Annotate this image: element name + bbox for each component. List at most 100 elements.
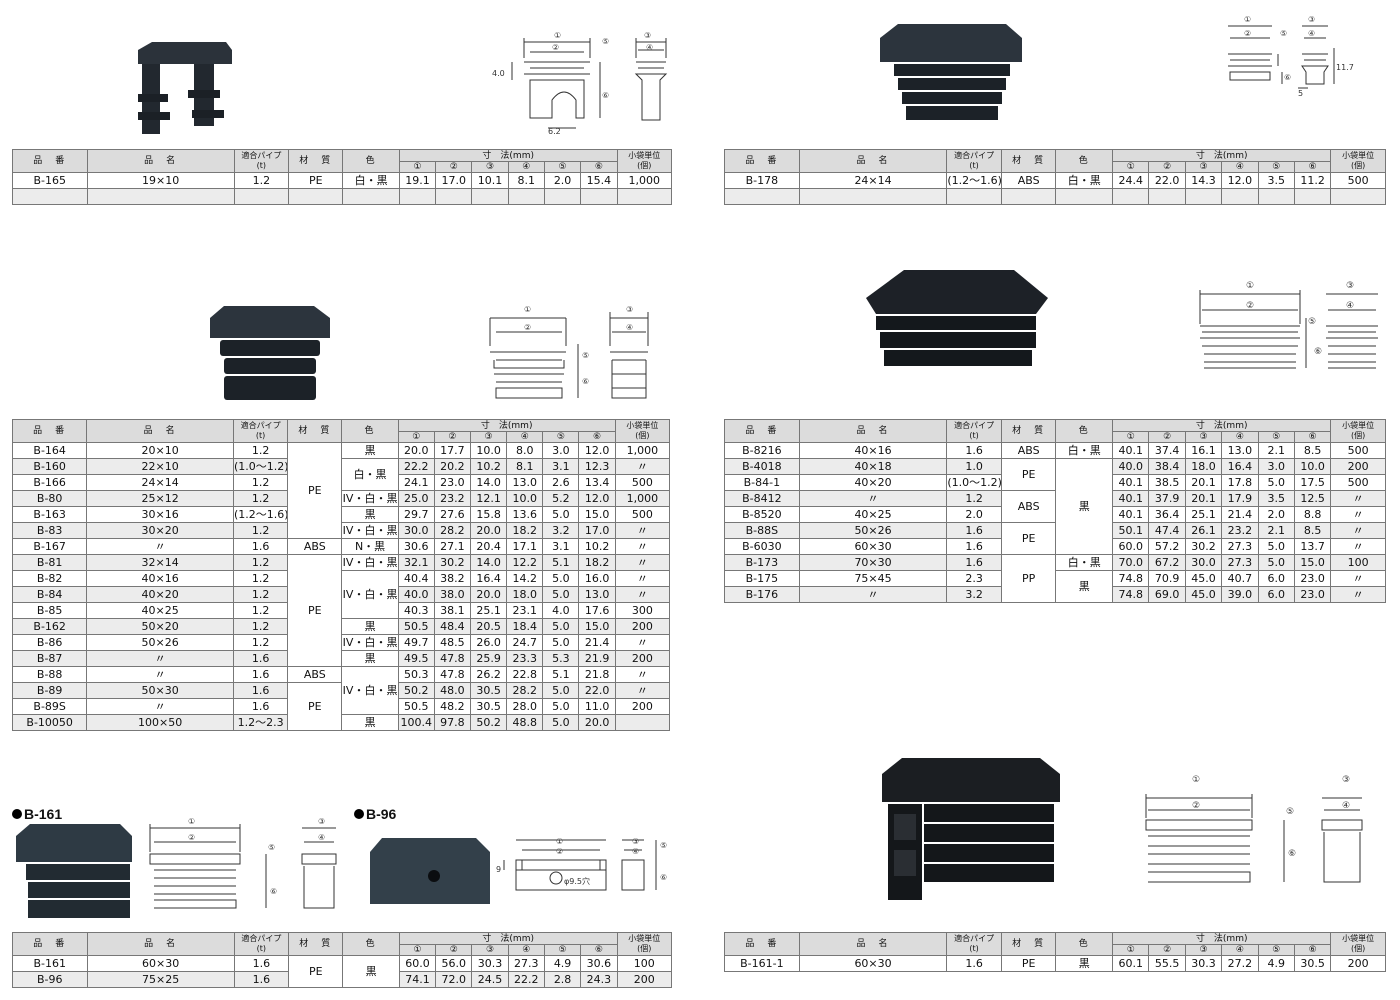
svg-text:②: ② <box>1192 801 1200 811</box>
table-cell: 40×16 <box>86 570 234 587</box>
header-color: 色 <box>341 419 399 443</box>
svg-text:φ9.5穴: φ9.5穴 <box>564 876 590 886</box>
table-cell: 75×45 <box>798 570 948 587</box>
table-cell: 2.0 <box>1257 506 1295 523</box>
header-pipe-bot: (t) <box>969 431 979 440</box>
table-cell: 5.0 <box>542 698 580 715</box>
table-cell: 27.3 <box>507 955 545 972</box>
table-cell: 〃 <box>614 458 671 475</box>
table-cell: 24.5 <box>471 971 509 988</box>
table-cell: 〃 <box>86 538 234 555</box>
table-cell: 200 <box>614 698 671 715</box>
table-cell: 1.2〜2.3 <box>232 714 289 731</box>
b161-1-photo <box>882 758 1060 900</box>
table-cell: B-87 <box>11 650 88 667</box>
bullet-icon <box>12 809 22 819</box>
table-cell: 1.6 <box>233 971 290 988</box>
table-cell: 18.0 <box>1184 458 1223 475</box>
table-cell: 1.2 <box>232 634 289 651</box>
table-cell: 3.5 <box>1257 172 1295 189</box>
table-cell: 28.2 <box>506 682 544 699</box>
table-cell: 75×25 <box>86 971 235 988</box>
table-cell: 16.4 <box>469 570 508 587</box>
header-material: 材 質 <box>1000 932 1057 956</box>
header-pipe-bot: (t) <box>969 944 979 953</box>
svg-text:③: ③ <box>1342 775 1350 785</box>
header-dim-d3: ③ <box>471 944 509 956</box>
svg-text:①: ① <box>1244 15 1251 24</box>
table-cell: 30.3 <box>471 955 509 972</box>
header-pipe: 適合パイプ(t) <box>946 149 1002 173</box>
table-cell: 40.7 <box>1221 570 1259 587</box>
header-dim-d2: ② <box>1148 431 1186 443</box>
svg-text:⑥: ⑥ <box>582 377 589 386</box>
table-cell: 12.0 <box>578 490 616 507</box>
svg-text:⑥: ⑥ <box>660 873 667 882</box>
table-cell: 14.2 <box>506 570 544 587</box>
table-cell: 1,000 <box>614 490 671 507</box>
table-cell: 〃 <box>1330 570 1386 587</box>
table-cell: 〃 <box>86 650 234 667</box>
table-cell: 60.1 <box>1112 955 1150 972</box>
table-cell: 20.0 <box>469 522 508 539</box>
table-cell: 1.6 <box>946 442 1002 459</box>
color-cell: 白・黒 <box>1055 554 1114 571</box>
svg-text:②: ② <box>1244 29 1251 38</box>
table-cell: 8.5 <box>1293 522 1332 539</box>
table-cell: 〃 <box>614 522 671 539</box>
color-cell: 白・黒 <box>341 458 399 491</box>
header-pipe: 適合パイプ(t) <box>233 149 290 173</box>
table-cell: 1.6 <box>946 955 1002 972</box>
table-cell: 100 <box>1330 554 1386 571</box>
header-part-no: 品 番 <box>11 419 88 443</box>
table-cell: 38.5 <box>1148 474 1186 491</box>
table-row-blank <box>724 188 1386 205</box>
header-dim-d5: ⑤ <box>1257 944 1295 956</box>
table-cell: 50.1 <box>1112 522 1150 539</box>
header-pipe-top: 適合パイプ <box>240 421 281 430</box>
table-cell: 23.3 <box>506 650 544 667</box>
header-color: 色 <box>1055 419 1114 443</box>
blank-cell <box>1000 188 1057 205</box>
table-cell: 17.0 <box>435 172 473 189</box>
header-dims: 寸 法(mm) <box>1112 149 1332 162</box>
header-unit-bot: (個) <box>1351 161 1366 170</box>
b161-photo <box>16 824 132 918</box>
header-unit-top: 小袋単位 <box>1342 151 1375 160</box>
table-cell: 60.0 <box>1112 538 1150 555</box>
table-cell: 23.0 <box>1293 570 1332 587</box>
blank-cell <box>435 188 473 205</box>
table-cell: 18.4 <box>506 618 544 635</box>
table-cell: 22×10 <box>86 458 234 475</box>
blank-cell <box>471 188 509 205</box>
header-part-no: 品 番 <box>724 419 800 443</box>
table-cell: 8.8 <box>1293 506 1332 523</box>
table-cell: 24.3 <box>580 971 618 988</box>
table-cell: 11.2 <box>1293 172 1332 189</box>
table-cell: 100×50 <box>86 714 234 731</box>
table-cell: 3.5 <box>1257 490 1295 507</box>
table-cell: B-166 <box>11 474 88 491</box>
header-dim-d1: ① <box>398 944 437 956</box>
table-cell: 13.0 <box>578 586 616 603</box>
svg-text:⑥: ⑥ <box>270 887 277 896</box>
table-cell: 50.5 <box>397 618 435 635</box>
svg-text:①: ① <box>524 305 531 314</box>
header-unit-top: 小袋単位 <box>628 934 661 943</box>
table-cell: B-81 <box>11 554 88 571</box>
table-cell: 24.1 <box>397 474 435 491</box>
table-cell: 200 <box>614 618 671 635</box>
table-cell: 〃 <box>614 682 671 699</box>
table-cell: B-161-1 <box>724 955 800 972</box>
